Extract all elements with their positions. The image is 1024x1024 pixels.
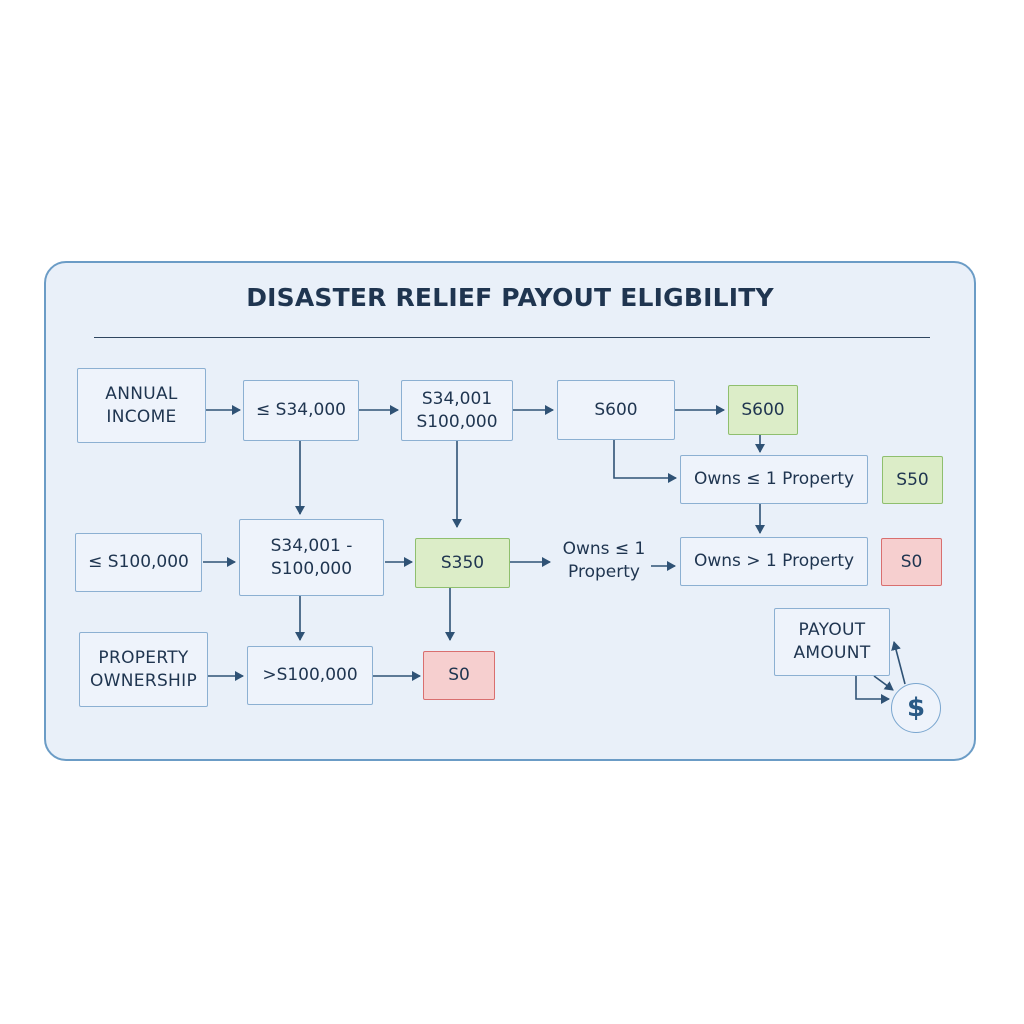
payout-s600-green-node: S600 (728, 385, 798, 435)
payout-s600-node: S600 (557, 380, 675, 440)
owns-le1-property-label: Owns ≤ 1 Property (562, 539, 646, 582)
income-le-100000-node: ≤ S100,000 (75, 533, 202, 592)
property-ownership-node: PROPERTY OWNERSHIP (79, 632, 208, 707)
title-divider (94, 337, 930, 338)
income-range-mid-node: S34,001 - S100,000 (239, 519, 384, 596)
payout-s0-right-node: S0 (881, 538, 942, 586)
payout-amount-node: PAYOUT AMOUNT (774, 608, 890, 676)
income-le-34000-node: ≤ S34,000 (243, 380, 359, 441)
payout-s0-bottom-node: S0 (423, 651, 495, 700)
payout-s50-node: S50 (882, 456, 943, 504)
payout-s350-node: S350 (415, 538, 510, 588)
dollar-coin-icon: $ (891, 683, 941, 733)
annual-income-node: ANNUAL INCOME (77, 368, 206, 443)
diagram-title: DISASTER RELIEF PAYOUT ELIGBILITY (246, 283, 774, 312)
owns-le1-property-node: Owns ≤ 1 Property (680, 455, 868, 504)
income-range-top-node: S34,001 S100,000 (401, 380, 513, 441)
owns-gt1-property-node: Owns > 1 Property (680, 537, 868, 586)
income-gt-100000-node: >S100,000 (247, 646, 373, 705)
